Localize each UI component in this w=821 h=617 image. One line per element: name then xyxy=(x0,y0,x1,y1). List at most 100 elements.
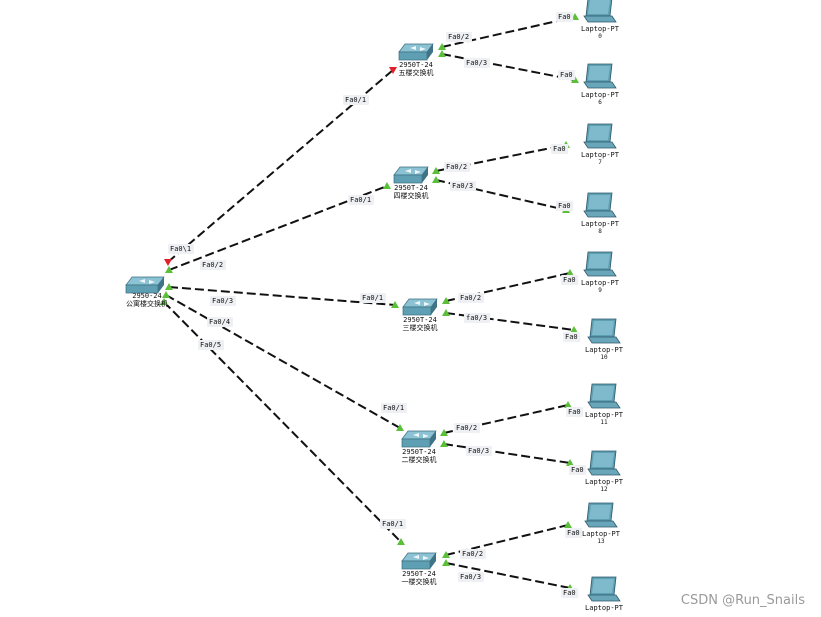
port-label-bg xyxy=(566,407,584,417)
access-link-1 xyxy=(441,53,576,81)
laptop-icon-7[interactable] xyxy=(587,450,621,476)
switch-side xyxy=(427,44,433,60)
switch-side xyxy=(430,553,436,569)
laptop-number-1: 6 xyxy=(598,99,602,106)
access-link-7 xyxy=(443,443,571,464)
access-pc-indicator-5 xyxy=(570,326,578,333)
uplink-s3 xyxy=(168,286,396,306)
switch-icon-s5[interactable] xyxy=(398,43,434,61)
switch-port-indicator-s5 xyxy=(389,67,397,74)
port-label-text: Fa0/2 xyxy=(456,424,477,432)
port-label-text: Fa0/2 xyxy=(460,294,481,302)
laptop-name-3: Laptop-PT xyxy=(581,220,620,228)
laptop-icon-4[interactable] xyxy=(583,251,617,277)
laptop-display xyxy=(592,321,614,335)
access-sw-indicator-4 xyxy=(442,297,450,304)
port-label-bg xyxy=(464,58,490,68)
switch-arrows-icon xyxy=(414,301,430,306)
laptop-icon-9[interactable] xyxy=(587,576,621,602)
port-label-bg xyxy=(200,260,226,270)
laptop-keyboard xyxy=(583,81,617,89)
access-sw-indicator-3 xyxy=(432,176,440,183)
port-label-bg xyxy=(381,403,407,413)
labels-layer: 2950-24公寓楼交换机Fa0\1Fa0/12950T-24五楼交换机Fa0/… xyxy=(126,12,624,612)
port-label-text: Fa0 xyxy=(558,202,571,210)
laptop-display xyxy=(588,126,610,140)
port-label-bg xyxy=(458,293,484,303)
port-label-bg xyxy=(569,465,587,475)
access-pc-indicator-7 xyxy=(566,459,574,466)
port-label-text: Fa0 xyxy=(563,589,576,597)
port-label-text: Fa0/5 xyxy=(200,341,221,349)
access-pc-port-label-4: Fa0 xyxy=(561,275,579,285)
switch-name-s3: 三楼交换机 xyxy=(403,323,438,332)
access-pc-indicator-8 xyxy=(564,521,572,528)
switch-icon-s3[interactable] xyxy=(402,298,438,316)
switch-icon-s2[interactable] xyxy=(401,430,437,448)
laptop-name-2: Laptop-PT xyxy=(581,151,620,159)
port-label-bg xyxy=(348,195,374,205)
port-label-text: Fa0 xyxy=(567,529,580,537)
core-port-indicator-s5 xyxy=(164,259,172,266)
switch-side xyxy=(422,167,428,183)
laptop-icon-1[interactable] xyxy=(583,63,617,89)
laptop-icon-6[interactable] xyxy=(587,383,621,409)
laptop-keyboard xyxy=(587,468,621,476)
port-label-text: Fa0/3 xyxy=(212,297,233,305)
port-label-text: Fa0/1 xyxy=(383,404,404,412)
access-sw-port-label-1: Fa0/3 xyxy=(464,58,490,68)
switch-icon-s4[interactable] xyxy=(393,166,429,184)
access-link-9 xyxy=(445,562,571,589)
laptop-keyboard xyxy=(584,520,618,528)
access-pc-port-label-1: Fa0 xyxy=(558,70,576,80)
laptop-number-2: 7 xyxy=(598,159,602,166)
port-label-text: Fa0/3 xyxy=(468,447,489,455)
core-port-label-s1: Fa0/5 xyxy=(198,340,224,350)
access-pc-port-label-6: Fa0 xyxy=(566,407,584,417)
switch-arrows-icon xyxy=(405,169,421,174)
laptop-icon-0[interactable] xyxy=(583,0,617,23)
laptop-name-1: Laptop-PT xyxy=(581,91,620,99)
laptop-display xyxy=(592,453,614,467)
laptop-name-5: Laptop-PT xyxy=(585,346,624,354)
access-sw-port-label-4: Fa0/2 xyxy=(458,293,484,303)
uplink-s5 xyxy=(167,69,394,263)
laptop-icon-2[interactable] xyxy=(583,123,617,149)
laptop-name-8: Laptop-PT xyxy=(582,530,621,538)
switch-arrows-icon xyxy=(139,279,155,284)
laptop-icon-8[interactable] xyxy=(584,502,618,528)
port-label-text: Fa0/1 xyxy=(345,96,366,104)
switch-side xyxy=(431,299,437,315)
uplink-s1 xyxy=(163,301,402,543)
core-switch-name: 公寓楼交换机 xyxy=(126,299,168,308)
port-label-bg xyxy=(360,293,386,303)
port-label-text: Fa0 xyxy=(553,145,566,153)
port-label-text: Fa0/2 xyxy=(462,550,483,558)
laptop-icon-5[interactable] xyxy=(587,318,621,344)
uplink-port-label-s3: Fa0/1 xyxy=(360,293,386,303)
laptop-number-4: 9 xyxy=(598,287,602,294)
switch-model-s5: 2950T-24 xyxy=(399,61,433,69)
laptop-name-4: Laptop-PT xyxy=(581,279,620,287)
switch-side xyxy=(430,431,436,447)
switch-model-s4: 2950T-24 xyxy=(394,184,428,192)
port-label-bg xyxy=(561,588,579,598)
core-switch-icon[interactable] xyxy=(125,276,165,294)
port-label-text: Fa0 xyxy=(560,71,573,79)
port-label-text: Fa0/1 xyxy=(350,196,371,204)
uplink-s2 xyxy=(165,294,401,429)
switch-port-indicator-s4 xyxy=(383,182,391,189)
port-label-bg xyxy=(380,519,406,529)
switch-model-s1: 2950T-24 xyxy=(402,570,436,578)
switch-icon-s1[interactable] xyxy=(401,552,437,570)
laptop-name-9: Laptop-PT xyxy=(585,604,624,612)
port-label-text: Fa0/3 xyxy=(460,573,481,581)
core-port-indicator-s4 xyxy=(165,266,173,273)
laptop-icon-3[interactable] xyxy=(583,192,617,218)
core-port-label-s2: Fa0/4 xyxy=(207,317,233,327)
switch-name-s5: 五楼交换机 xyxy=(399,68,434,77)
access-sw-port-label-8: Fa0/2 xyxy=(460,549,486,559)
laptop-display xyxy=(588,195,610,209)
